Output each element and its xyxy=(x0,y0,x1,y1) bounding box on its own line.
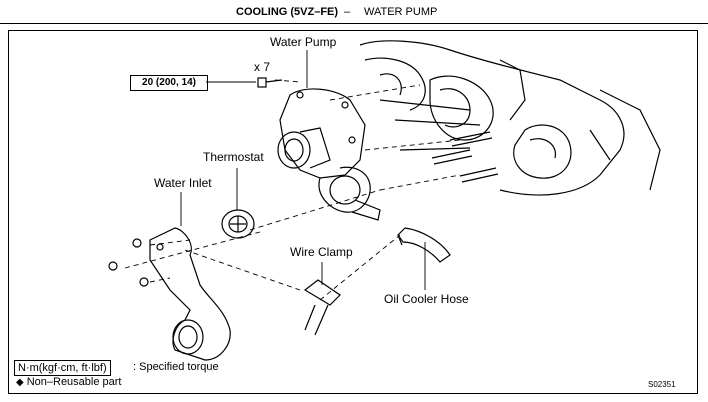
title-separator: – xyxy=(344,6,351,18)
label-wire-clamp: Wire Clamp xyxy=(290,245,353,259)
page-header: COOLING (5VZ–FE) – WATER PUMP xyxy=(0,4,708,24)
bolt-icon xyxy=(257,77,283,88)
figure-code: S02351 xyxy=(648,380,676,389)
leader-lines xyxy=(180,50,426,290)
wire-clamp-drawing xyxy=(303,279,341,336)
alignment-lines xyxy=(124,79,461,301)
section-subtitle: WATER PUMP xyxy=(364,6,438,18)
label-thermostat: Thermostat xyxy=(203,150,264,164)
water-inlet-drawing xyxy=(149,227,231,361)
nut-icons xyxy=(108,238,149,287)
label-quantity: x 7 xyxy=(254,60,271,74)
diamond-icon: ◆ xyxy=(16,377,24,388)
label-oil-cooler-hose: Oil Cooler Hose xyxy=(384,292,469,306)
diagram-frame xyxy=(8,30,698,394)
header-rule xyxy=(0,23,708,24)
torque-unit-description: : Specified torque xyxy=(133,361,219,373)
oil-cooler-hose-drawing xyxy=(397,227,451,263)
torque-spec-box: 20 (200, 14) xyxy=(130,75,208,91)
non-reusable-legend: ◆Non–Reusable part xyxy=(16,376,122,388)
section-title: COOLING (5VZ–FE) xyxy=(236,6,339,18)
engine-block-outline xyxy=(359,40,661,196)
block-studs xyxy=(431,131,499,183)
label-water-pump: Water Pump xyxy=(270,35,337,49)
non-reusable-text: Non–Reusable part xyxy=(26,376,122,388)
water-pump-drawing xyxy=(277,88,381,221)
torque-unit-legend: N·m(kgf·cm, ft·lbf) xyxy=(14,360,111,376)
thermostat-drawing xyxy=(221,209,255,239)
label-water-inlet: Water Inlet xyxy=(154,176,212,190)
